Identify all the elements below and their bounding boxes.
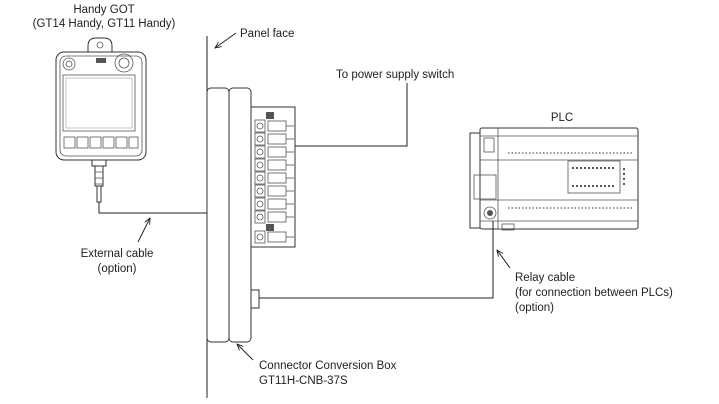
connector-conversion-box bbox=[206, 87, 296, 343]
got-screen bbox=[62, 74, 136, 132]
plc-port-icon bbox=[483, 206, 497, 220]
terminal-block bbox=[254, 112, 294, 244]
external-cable bbox=[98, 202, 208, 214]
external-cable-option: (option) bbox=[98, 263, 137, 275]
relay-cable-option: (option) bbox=[515, 302, 554, 314]
relay-cable-label: Relay cable bbox=[515, 272, 575, 284]
plc-label: PLC bbox=[551, 112, 573, 124]
panel-face-label: Panel face bbox=[240, 28, 294, 40]
plc-unit bbox=[469, 127, 639, 231]
power-supply-wire bbox=[295, 83, 408, 147]
relay-cable bbox=[259, 221, 494, 299]
keyswitch-icon bbox=[114, 53, 134, 73]
relay-cable-detail: (for connection between PLCs) bbox=[515, 287, 673, 299]
connector-box-label: Connector Conversion Box bbox=[259, 360, 397, 372]
panel-face-leader bbox=[215, 32, 237, 48]
handy-got-models: (GT14 Handy, GT11 Handy) bbox=[33, 18, 176, 30]
connector-box-model: GT11H-CNB-37S bbox=[259, 375, 348, 387]
power-switch-label: To power supply switch bbox=[336, 69, 454, 81]
relay-cable-leader bbox=[497, 250, 511, 269]
handy-got-title: Handy GOT bbox=[73, 4, 134, 16]
emergency-stop-icon bbox=[62, 57, 76, 71]
external-cable-leader bbox=[137, 218, 150, 243]
connector-box-leader bbox=[237, 344, 254, 361]
external-cable-label: External cable bbox=[81, 248, 154, 260]
handy-got-device bbox=[55, 37, 147, 203]
